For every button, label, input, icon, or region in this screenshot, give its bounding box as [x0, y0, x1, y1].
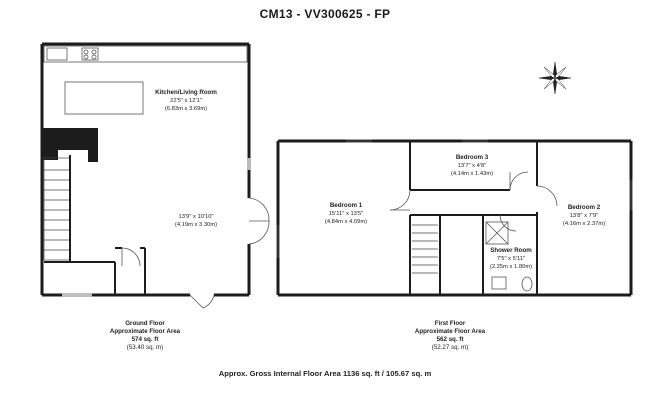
room-dim-bedroom3: 13'7" x 4'8": [458, 163, 487, 169]
sink: [46, 47, 68, 61]
first-stairs: [412, 224, 438, 274]
first-floor-sqft: 562 sq. ft: [436, 336, 464, 343]
ground-floor-sqm: (53.40 sq. m): [126, 344, 164, 351]
room-name-bedroom3: Bedroom 3: [456, 154, 489, 161]
room-name-bedroom2: Bedroom 2: [568, 204, 601, 211]
chimney-breast: [42, 128, 98, 162]
room-dim-bedroom1: 15'11" x 13'5": [329, 211, 364, 217]
stair-case: [43, 157, 71, 261]
first-floor-label: First Floor: [434, 320, 466, 327]
hob-ring: [83, 49, 89, 55]
hob-ring: [91, 54, 97, 60]
door-swing: [499, 214, 517, 232]
room-name-shower: Shower Room: [490, 247, 532, 254]
ground-inner-walls: [44, 155, 146, 295]
room-dim-kitchen: 22'5" x 12'1": [170, 98, 202, 104]
plan-title: CM13 - VV300625 - FP: [259, 7, 391, 21]
ground-floor-walls: [40, 42, 251, 297]
patio-door-swing: [248, 220, 270, 245]
hob: [81, 47, 99, 61]
room-metric-bedroom1: (4.84m x 4.09m): [325, 219, 367, 225]
toilet: [521, 276, 533, 292]
first-floor-walls: [276, 139, 633, 297]
patio-door-swing: [248, 197, 270, 222]
room-metric-shower: (2.25m x 1.80m): [490, 264, 532, 270]
door-swing: [121, 247, 141, 267]
room-name-bedroom1: Bedroom 1: [330, 202, 363, 209]
door-swing: [202, 294, 215, 309]
room-name-kitchen: Kitchen/Living Room: [155, 89, 217, 96]
first-doors: [276, 139, 633, 292]
room-dim-shower: 7'5" x 5'11": [497, 256, 525, 262]
ground-stairs: [43, 157, 71, 261]
basin: [491, 276, 507, 290]
door-leaf: [189, 294, 204, 309]
door-swing: [509, 171, 529, 191]
ground-floor-sqft: 574 sq. ft: [131, 336, 159, 343]
kitchen-island: [64, 81, 144, 115]
room-dim-living: 13'9" x 10'10": [178, 214, 213, 220]
kitchen-counter: [43, 45, 248, 63]
room-metric-bedroom3: (4.14m x 1.43m): [451, 171, 493, 177]
shower-tray: [485, 221, 509, 245]
door-swing: [389, 189, 411, 211]
first-floor-caption: First Floor Approximate Floor Area 562 s…: [400, 320, 500, 352]
hob-ring: [83, 54, 89, 60]
kitchen-fixtures: [43, 45, 248, 115]
door-swing: [536, 185, 558, 207]
ground-floor-label: Ground Floor: [125, 320, 165, 327]
gross-floor-area: Approx. Gross Internal Floor Area 1136 s…: [218, 369, 432, 378]
ground-doors: [62, 158, 270, 309]
room-metric-living: (4.19m x 3.30m): [175, 222, 217, 228]
ground-floor-caption: Ground Floor Approximate Floor Area 574 …: [95, 320, 195, 352]
compass-rose-icon: [538, 61, 572, 95]
hob-ring: [91, 49, 97, 55]
first-floor-sqm: (52.27 sq. m): [431, 344, 469, 351]
room-metric-kitchen: (6.83m x 3.69m): [165, 106, 207, 112]
ground-floor-area-label: Approximate Floor Area: [109, 328, 181, 335]
room-metric-bedroom2: (4.16m x 2.37m): [563, 221, 605, 227]
first-floor-area-label: Approximate Floor Area: [414, 328, 486, 335]
room-dim-bedroom2: 13'8" x 7'9": [570, 213, 599, 219]
first-inner-walls: [409, 141, 538, 295]
